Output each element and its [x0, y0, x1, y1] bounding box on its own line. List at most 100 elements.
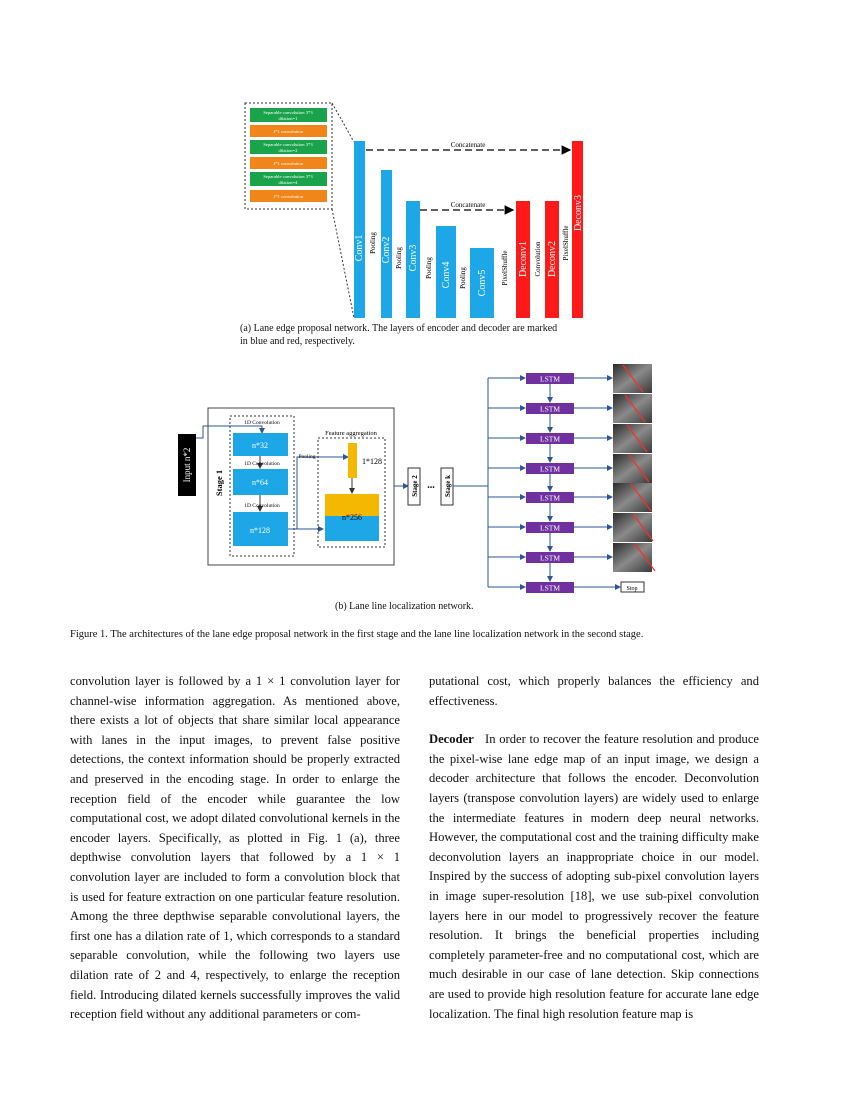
- deconv2-label: Deconv2: [547, 241, 558, 277]
- lane-thumbnail-6: [613, 513, 652, 542]
- feature-aggregation-label: Feature aggregation: [325, 430, 378, 437]
- deconv1-layer: [516, 201, 530, 318]
- lstm-label-6: LSTM: [540, 524, 560, 533]
- input-label: Input n*2: [182, 448, 192, 483]
- deconv1-label: Deconv1: [518, 241, 529, 277]
- block-item-4-label: 1*1 convolution: [273, 161, 304, 166]
- lane-line-2: [624, 394, 646, 423]
- box-n32: [233, 433, 288, 456]
- box-n64-label: n*64: [252, 478, 268, 487]
- right-paragraph-2: Decoder In order to recover the feature …: [429, 730, 759, 1024]
- pooling-label-1: Pooling: [369, 232, 377, 254]
- conv2-layer: [381, 170, 392, 318]
- deconv2-layer: [545, 201, 559, 318]
- figure-b-caption: (b) Lane line localization network.: [335, 601, 474, 612]
- figure-a-caption-line2: in blue and red, respectively.: [240, 336, 355, 347]
- box-n32-label: n*32: [252, 441, 268, 450]
- conv1-label: Conv1: [354, 235, 365, 262]
- lstm-label-3: LSTM: [540, 435, 560, 444]
- deconv3-layer: [572, 141, 583, 318]
- concat-label-mid: Concatenate: [451, 201, 486, 209]
- stage2-box: [407, 467, 421, 506]
- block-item-5: [250, 172, 327, 186]
- conv4-layer: [436, 226, 456, 318]
- lane-line-7: [634, 543, 656, 572]
- conv3-layer: [406, 201, 420, 318]
- conv5-layer: [470, 248, 494, 318]
- lane-line-5: [630, 483, 652, 512]
- conv3-label: Conv3: [408, 245, 419, 272]
- stage2-label: Stage 2: [411, 475, 419, 497]
- lstm-label-7: LSTM: [540, 554, 560, 563]
- conv-block-inset: [244, 102, 333, 210]
- block-item-2-label: 1*1 convolution: [273, 129, 304, 134]
- pooling-label-3: Pooling: [425, 257, 433, 279]
- block-item-1-label: Separable convolution 3*3: [263, 110, 313, 115]
- agg-bottom: [325, 516, 379, 541]
- lstm-cell-6: [526, 522, 574, 533]
- lane-line-4: [628, 454, 650, 483]
- lane-thumbnail-2: [613, 394, 652, 423]
- lstm-cell-7: [526, 552, 574, 563]
- pixelshuffle-label-1: PixelShuffle: [501, 251, 509, 286]
- block-item-5-sub: dilation=4: [279, 180, 299, 185]
- lane-line-3: [626, 424, 648, 453]
- stop-box: [620, 581, 645, 593]
- conv5-label: Conv5: [477, 270, 488, 297]
- block-item-6: [250, 190, 327, 202]
- lstm-cell-3: [526, 433, 574, 444]
- figure-a-caption: (a) Lane edge proposal network. The laye…: [240, 322, 660, 348]
- lstm-label-8: LSTM: [540, 584, 560, 593]
- convolution-label: Convolution: [534, 241, 542, 277]
- right-column: putational cost, which properly balances…: [429, 672, 759, 1024]
- lstm-label-5: LSTM: [540, 494, 560, 503]
- block-item-6-label: 1*1 convolution: [273, 194, 304, 199]
- vector-1x128: [348, 443, 357, 478]
- agg-top: [325, 494, 379, 516]
- lane-line-6: [632, 513, 654, 542]
- lstm-label-2: LSTM: [540, 405, 560, 414]
- box-n128-label: n*128: [250, 526, 270, 535]
- conv2-label: Conv2: [381, 237, 392, 264]
- lstm-cell-1: [526, 373, 574, 384]
- conv1-layer: [354, 141, 365, 318]
- decoder-paragraph: In order to recover the feature resoluti…: [429, 732, 759, 1021]
- block-item-2: [250, 125, 327, 137]
- block-item-5-label: Separable convolution 3*3: [263, 174, 313, 179]
- stagek-label: Stage k: [444, 475, 452, 497]
- box-n64: [233, 469, 288, 495]
- block-item-4: [250, 157, 327, 169]
- lane-thumbnail-3: [613, 424, 652, 453]
- lstm-label-4: LSTM: [540, 465, 560, 474]
- lstm-label-1: LSTM: [540, 375, 560, 384]
- figure-caption: Figure 1. The architectures of the lane …: [70, 629, 644, 640]
- deconv3-label: Deconv3: [573, 195, 584, 231]
- left-column: convolution layer is followed by a 1 × 1…: [70, 672, 400, 1025]
- lstm-cell-5: [526, 492, 574, 503]
- agg-label: n*256: [342, 513, 362, 522]
- figure-b: Input n*2 Stage 1 1D Convolution n*32 1D…: [178, 364, 656, 593]
- lstm-cell-2: [526, 403, 574, 414]
- vector-label: 1*128: [362, 457, 382, 466]
- decoder-heading: Decoder: [429, 732, 474, 747]
- block-item-3-sub: dilation=2: [279, 148, 299, 153]
- pooling-label-4: Pooling: [459, 267, 467, 289]
- lstm-cell-4: [526, 463, 574, 474]
- pooling-label-2: Pooling: [395, 247, 403, 269]
- stage1-label: Stage 1: [214, 470, 224, 496]
- figure-a-caption-line1: (a) Lane edge proposal network. The laye…: [240, 323, 558, 334]
- conv1d-label-2: 1D Convolution: [244, 461, 280, 467]
- block-item-3-label: Separable convolution 3*3: [263, 142, 313, 147]
- stop-label: Stop: [626, 586, 637, 592]
- block-item-1: [250, 108, 327, 122]
- lstm-cell-8: [526, 582, 574, 593]
- input-box: [178, 434, 196, 496]
- lane-thumbnail-7: [613, 543, 652, 572]
- lane-line-1: [622, 364, 644, 393]
- conv1d-label-1: 1D Convolution: [244, 420, 280, 426]
- conv1d-label-3: 1D Convolution: [244, 503, 280, 509]
- ellipsis-label: ...: [427, 480, 435, 491]
- pixelshuffle-label-2: PixelShuffle: [562, 226, 570, 261]
- block-item-1-sub: dilation=1: [279, 116, 299, 121]
